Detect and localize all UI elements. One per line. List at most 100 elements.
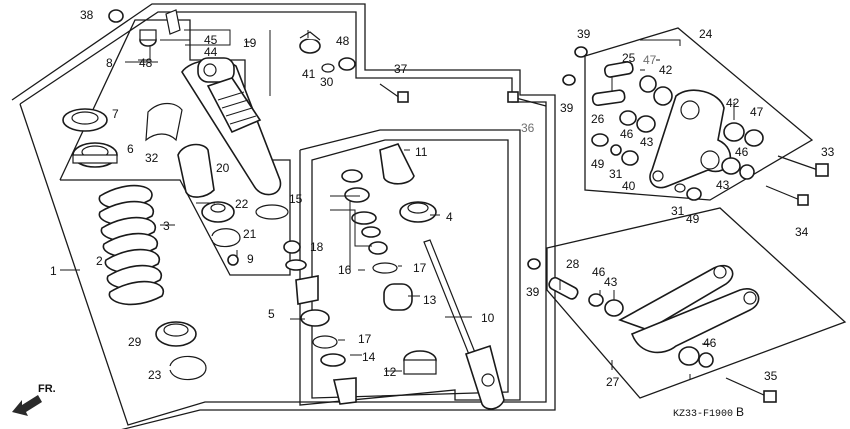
- shock-arm: [649, 89, 731, 189]
- drawing-code: KZ33-F1900 B: [673, 405, 744, 420]
- callout-46-bottom-left: 46: [592, 265, 606, 279]
- callout-39-bottom: 39: [526, 285, 540, 299]
- callout-10: 10: [481, 311, 495, 325]
- callout-48-left: 48: [139, 56, 153, 70]
- callout-42-upper: 42: [659, 63, 673, 77]
- callout-43-bottom: 43: [604, 275, 618, 289]
- callout-32: 32: [145, 151, 159, 165]
- bushing-41: [299, 31, 321, 54]
- bolt-35: [725, 377, 777, 403]
- callout-45: 45: [204, 33, 218, 47]
- linkage-small-parts: [562, 46, 764, 201]
- damper-rod-10: [423, 239, 505, 410]
- callout-28: 28: [566, 257, 580, 271]
- bolt-33: [777, 155, 829, 177]
- callout-46-right: 46: [735, 145, 749, 159]
- callout-17-upper: 17: [413, 261, 427, 275]
- washer-stack-12: [403, 350, 437, 375]
- callout-14: 14: [362, 350, 376, 364]
- callout-38: 38: [80, 8, 94, 22]
- oring-30: [321, 63, 335, 73]
- circlip-15: [255, 204, 289, 220]
- drawing-code-suffix: B: [736, 405, 744, 419]
- linkage-arm-frame: [584, 27, 814, 201]
- drawing-code-text: KZ33-F1900: [673, 409, 733, 420]
- callout-41: 41: [302, 67, 316, 81]
- callout-48-right: 48: [336, 34, 350, 48]
- callout-19: 19: [243, 36, 257, 50]
- callout-22: 22: [235, 197, 249, 211]
- lock-nut-7: [62, 108, 108, 132]
- callout-3: 3: [163, 219, 170, 233]
- callout-15: 15: [289, 192, 303, 206]
- callout-4: 4: [446, 210, 453, 224]
- bump-rubber-22: [201, 201, 235, 223]
- callout-49-lower: 49: [686, 212, 700, 226]
- callout-9: 9: [247, 252, 254, 266]
- shock-spring: [98, 184, 165, 306]
- rubber-cap-11: [379, 143, 415, 185]
- callout-20: 20: [216, 161, 230, 175]
- callout-13: 13: [423, 293, 437, 307]
- callout-43-left: 43: [640, 135, 654, 149]
- bolt-36: [507, 91, 547, 107]
- connecting-rod-frame: [546, 207, 847, 399]
- circlip-21: [211, 228, 241, 248]
- callout-44: 44: [204, 45, 218, 59]
- callout-31-upper: 31: [609, 167, 623, 181]
- callout-30: 30: [320, 75, 334, 89]
- callout-33: 33: [821, 145, 835, 159]
- label-sticker-32: [145, 102, 183, 142]
- callout-5: 5: [268, 307, 275, 321]
- callout-2: 2: [96, 254, 103, 268]
- callout-31-lower: 31: [671, 204, 685, 218]
- callout-39-top: 39: [577, 27, 591, 41]
- callout-26: 26: [591, 112, 605, 126]
- callouts: 1 2 3 4 5 6 7 8 9 10 11 12 13 14 15 16 1…: [50, 8, 835, 389]
- callout-29: 29: [128, 335, 142, 349]
- front-direction-arrow: FR.: [12, 383, 56, 416]
- callout-7: 7: [112, 107, 119, 121]
- connecting-rod: [618, 264, 760, 354]
- callout-25: 25: [622, 51, 636, 65]
- callout-23: 23: [148, 368, 162, 382]
- callout-24: 24: [699, 27, 713, 41]
- callout-16: 16: [338, 263, 352, 277]
- damper-internals: [283, 169, 388, 405]
- adjuster-nut-6: [72, 142, 118, 168]
- callout-39-mid: 39: [560, 101, 574, 115]
- callout-42-right: 42: [726, 96, 740, 110]
- shock-body: [165, 9, 282, 196]
- direction-label: FR.: [38, 383, 56, 395]
- callout-18: 18: [310, 240, 324, 254]
- callout-34: 34: [795, 225, 809, 239]
- callout-47-upper: 47: [643, 53, 657, 67]
- bolt-34: [765, 185, 809, 206]
- callout-21: 21: [243, 227, 257, 241]
- callout-17-lower: 17: [358, 332, 372, 346]
- callout-27: 27: [606, 375, 620, 389]
- callout-8: 8: [106, 56, 113, 70]
- callout-47-right: 47: [750, 105, 764, 119]
- arrow-icon: [12, 395, 42, 416]
- seal-13: [383, 283, 413, 311]
- callout-40: 40: [622, 179, 636, 193]
- collar-48-right: [338, 57, 356, 71]
- callout-46-upper: 46: [620, 127, 634, 141]
- collar-48-left: [139, 29, 157, 47]
- nut-9: [227, 254, 239, 266]
- callout-49-upper: 49: [591, 157, 605, 171]
- bushing-4: [399, 201, 437, 223]
- callout-6: 6: [127, 142, 134, 156]
- callout-43-right: 43: [716, 178, 730, 192]
- oring-17b: [372, 262, 398, 274]
- callout-36: 36: [521, 121, 535, 135]
- callout-46-bottom-right: 46: [703, 336, 717, 350]
- circlip-23: [169, 355, 207, 381]
- callout-37: 37: [394, 62, 408, 76]
- callout-1: 1: [50, 264, 57, 278]
- spring-seat-29: [155, 321, 197, 347]
- nut-38: [108, 9, 124, 23]
- leader-lines: [60, 29, 735, 380]
